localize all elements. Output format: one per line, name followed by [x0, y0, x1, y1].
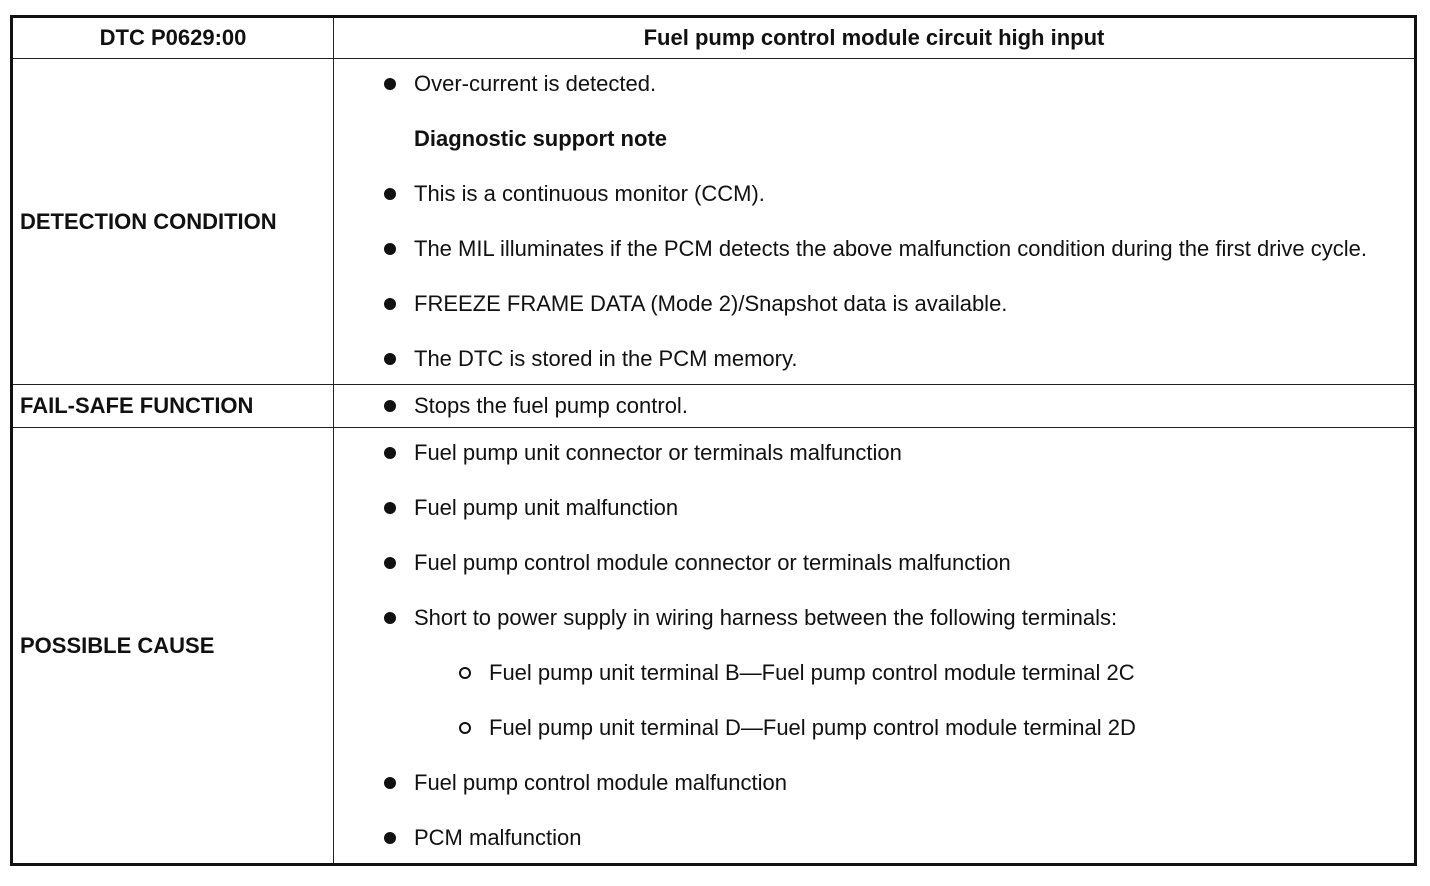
fail-safe-list: Stops the fuel pump control.	[334, 391, 1394, 421]
possible-cause-list: Fuel pump unit connector or terminals ma…	[334, 438, 1394, 853]
detection-note-list: This is a continuous monitor (CCM). The …	[334, 179, 1394, 374]
list-item: Short to power supply in wiring harness …	[334, 603, 1394, 743]
bullet-icon	[384, 612, 396, 624]
header-row: DTC P0629:00 Fuel pump control module ci…	[11, 16, 1416, 59]
sub-list-item: Fuel pump unit terminal B—Fuel pump cont…	[334, 658, 1394, 688]
list-item: The DTC is stored in the PCM memory.	[334, 344, 1394, 374]
bullet-icon	[384, 502, 396, 514]
bullet-icon	[384, 777, 396, 789]
bullet-icon	[384, 298, 396, 310]
dtc-code: DTC P0629:00	[11, 16, 334, 59]
fail-safe-content: Stops the fuel pump control.	[333, 384, 1416, 428]
list-item-text: Fuel pump control module connector or te…	[414, 550, 1011, 575]
list-item-text: FREEZE FRAME DATA (Mode 2)/Snapshot data…	[414, 291, 1008, 316]
bullet-icon	[384, 353, 396, 365]
bullet-icon	[384, 188, 396, 200]
list-item: Fuel pump unit connector or terminals ma…	[334, 438, 1394, 468]
list-item: Stops the fuel pump control.	[334, 391, 1394, 421]
list-item: This is a continuous monitor (CCM).	[334, 179, 1394, 209]
list-item: The MIL illuminates if the PCM detects t…	[334, 234, 1394, 264]
list-item-text: The MIL illuminates if the PCM detects t…	[414, 236, 1367, 261]
detection-condition-row: DETECTION CONDITION Over-current is dete…	[11, 58, 1416, 385]
sub-list-item: Fuel pump unit terminal D—Fuel pump cont…	[334, 713, 1394, 743]
list-item: Fuel pump unit malfunction	[334, 493, 1394, 523]
bullet-icon	[384, 557, 396, 569]
sub-list-item-text: Fuel pump unit terminal D—Fuel pump cont…	[489, 715, 1136, 740]
list-item: Fuel pump control module connector or te…	[334, 548, 1394, 578]
list-item-text: Short to power supply in wiring harness …	[414, 605, 1118, 630]
list-item-text: Fuel pump control module malfunction	[414, 770, 787, 795]
possible-cause-label: POSSIBLE CAUSE	[11, 427, 334, 865]
list-item-text: Fuel pump unit connector or terminals ma…	[414, 440, 902, 465]
diagnostic-support-note-heading: Diagnostic support note	[414, 126, 667, 151]
hollow-bullet-icon	[459, 667, 471, 679]
sub-list-item-text: Fuel pump unit terminal B—Fuel pump cont…	[489, 660, 1135, 685]
list-item-text: The DTC is stored in the PCM memory.	[414, 346, 798, 371]
hollow-bullet-icon	[459, 722, 471, 734]
possible-cause-row: POSSIBLE CAUSE Fuel pump unit connector …	[11, 427, 1416, 865]
detection-condition-label: DETECTION CONDITION	[11, 58, 334, 385]
list-item-text: Stops the fuel pump control.	[414, 393, 688, 418]
fail-safe-row: FAIL-SAFE FUNCTION Stops the fuel pump c…	[11, 384, 1416, 428]
list-item: Over-current is detected.	[334, 69, 1394, 99]
terminal-sub-list: Fuel pump unit terminal B—Fuel pump cont…	[414, 658, 1394, 743]
list-item-text: Fuel pump unit malfunction	[414, 495, 679, 520]
list-item-text: PCM malfunction	[414, 825, 582, 850]
dtc-table: DTC P0629:00 Fuel pump control module ci…	[10, 15, 1417, 866]
bullet-icon	[384, 78, 396, 90]
dtc-title: Fuel pump control module circuit high in…	[333, 16, 1416, 59]
list-item-text: This is a continuous monitor (CCM).	[414, 181, 765, 206]
bullet-icon	[384, 832, 396, 844]
bullet-icon	[384, 243, 396, 255]
detection-list: Over-current is detected.	[334, 69, 1394, 99]
fail-safe-label: FAIL-SAFE FUNCTION	[11, 384, 334, 428]
bullet-icon	[384, 447, 396, 459]
detection-condition-content: Over-current is detected. Diagnostic sup…	[333, 58, 1416, 385]
list-item: FREEZE FRAME DATA (Mode 2)/Snapshot data…	[334, 289, 1394, 319]
list-item-text: Over-current is detected.	[414, 71, 657, 96]
list-item: Fuel pump control module malfunction	[334, 768, 1394, 798]
possible-cause-content: Fuel pump unit connector or terminals ma…	[333, 427, 1416, 865]
list-item: PCM malfunction	[334, 823, 1394, 853]
bullet-icon	[384, 400, 396, 412]
